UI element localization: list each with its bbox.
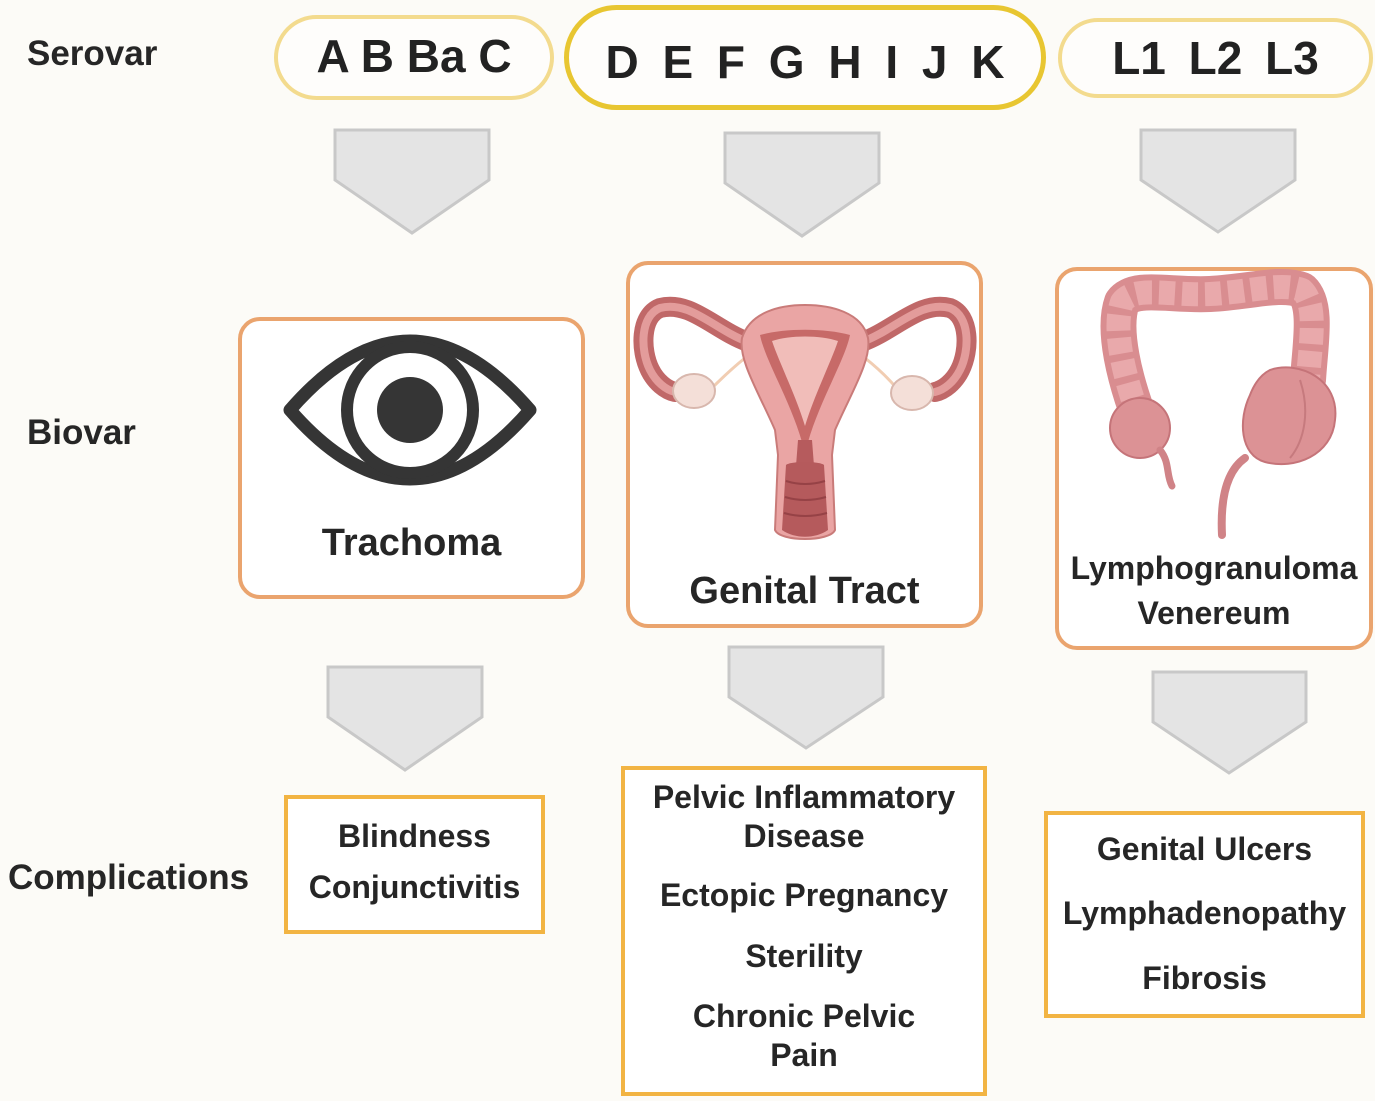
complication-item: Disease bbox=[625, 820, 983, 852]
complication-item: Chronic Pelvic bbox=[625, 1000, 983, 1032]
biovar-box-lymphogranuloma-venereum: Lymphogranuloma Venereum bbox=[1055, 267, 1373, 650]
biovar-label-line: Lymphogranuloma bbox=[1059, 552, 1369, 584]
row-label-complications: Complications bbox=[8, 860, 249, 895]
complication-item: Fibrosis bbox=[1048, 962, 1361, 994]
serovar-pill-d-to-k: D E F G H I J K bbox=[564, 5, 1046, 110]
serovar-pill-a-b-ba-c: A B Ba C bbox=[274, 15, 554, 100]
row-label-biovar: Biovar bbox=[27, 415, 136, 450]
complications-box-genital-tract: Pelvic Inflammatory Disease Ectopic Preg… bbox=[621, 766, 987, 1096]
biovar-label-genital-tract: Genital Tract bbox=[630, 572, 979, 610]
complication-item: Ectopic Pregnancy bbox=[625, 879, 983, 911]
down-arrow-serovar-to-lgv bbox=[1141, 130, 1295, 232]
serovar-label: A B Ba C bbox=[278, 33, 550, 79]
complication-item: Blindness bbox=[288, 820, 541, 852]
biovar-box-trachoma: Trachoma bbox=[238, 317, 585, 599]
down-arrow-lgv-to-complications bbox=[1153, 672, 1306, 773]
complication-item: Genital Ulcers bbox=[1048, 833, 1361, 865]
down-arrow-genital-tract-to-complications bbox=[729, 647, 883, 748]
biovar-box-genital-tract: Genital Tract bbox=[626, 261, 983, 628]
biovar-label-line: Venereum bbox=[1059, 597, 1369, 629]
serovar-pill-l1-l3: L1 L2 L3 bbox=[1058, 18, 1373, 98]
complication-item: Pelvic Inflammatory bbox=[625, 781, 983, 813]
down-arrow-trachoma-to-complications bbox=[328, 667, 482, 770]
row-label-serovar: Serovar bbox=[27, 36, 157, 71]
complications-box-lymphogranuloma-venereum: Genital Ulcers Lymphadenopathy Fibrosis bbox=[1044, 811, 1365, 1018]
biovar-label-trachoma: Trachoma bbox=[242, 524, 581, 562]
serovar-label: L1 L2 L3 bbox=[1062, 35, 1369, 81]
down-arrow-serovar-to-genital-tract bbox=[725, 133, 879, 236]
complication-item: Pain bbox=[625, 1039, 983, 1071]
complications-box-trachoma: Blindness Conjunctivitis bbox=[284, 795, 545, 934]
down-arrow-serovar-to-trachoma bbox=[335, 130, 489, 233]
complication-item: Conjunctivitis bbox=[288, 871, 541, 903]
complication-item: Lymphadenopathy bbox=[1048, 897, 1361, 929]
serovar-label: D E F G H I J K bbox=[569, 39, 1041, 85]
complication-item: Sterility bbox=[625, 940, 983, 972]
